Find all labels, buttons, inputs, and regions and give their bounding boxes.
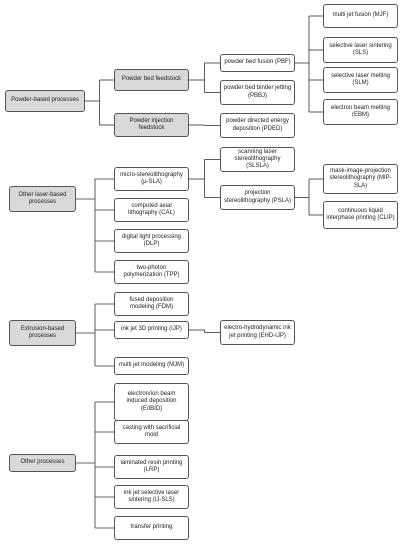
- node-ink-jet-3d-printing: ink jet 3D printing (IJP): [114, 321, 189, 339]
- node-powder-directed-energy-deposition: powder directed energy deposition (PDED): [220, 113, 295, 138]
- node-powder-bed-feedstock: Powder bed feedstock: [114, 69, 189, 91]
- node-casting-sacrificial-mold: casting with sacrificial mold: [114, 420, 189, 444]
- node-electron-beam-melting: electron beam melting (EBM): [323, 99, 398, 125]
- node-continuous-liquid-interphase-printing: continuous liquid interphase printing (C…: [323, 201, 398, 229]
- category-other: Other processes: [9, 454, 76, 472]
- node-electro-hydrodynamic-ink-jet: electro-hydrodynamic ink jet printing (E…: [220, 320, 295, 345]
- node-powder-injection-feedstock: Powder injection feedstock: [114, 113, 189, 137]
- node-mask-image-projection-stereolithography: mask-image-projection stereolithography …: [323, 164, 398, 194]
- node-digital-light-processing: digital light processing (DLP): [114, 229, 189, 253]
- category-powder-based: Powder-based processes: [5, 90, 85, 112]
- node-multi-jet-modeling: multi jet modeling (MJM): [114, 357, 189, 375]
- node-laminated-resin-printing: laminated resin printing (LRP): [114, 455, 189, 479]
- node-scanning-laser-stereolithography: scanning laser stereolithography (SLSLA): [220, 147, 295, 172]
- node-powder-bed-fusion: powder bed fusion (PBF): [220, 54, 295, 72]
- node-projection-stereolithography: projection stereolithography (PSLA): [220, 185, 295, 210]
- node-selective-laser-melting: selective laser melting (SLM): [323, 67, 398, 93]
- node-multi-jet-fusion: multi jet fusion (MJF): [323, 4, 398, 28]
- node-two-photon-polymerization: two-photon polymerization (TPP): [114, 260, 189, 284]
- node-fused-deposition-modeling: fused deposition modeling (FDM): [114, 292, 189, 316]
- node-computed-axial-lithography: computed axial lithography (CAL): [114, 198, 189, 222]
- node-ink-jet-selective-laser-sintering: ink jet selective laser sintering (IJ-SL…: [114, 485, 189, 509]
- node-powder-bed-binder-jetting: powder bed binder jetting (PBBJ): [220, 80, 295, 105]
- category-extrusion-based: Extrusion-based processes: [9, 320, 76, 346]
- node-electron-ion-beam-deposition: electron/ion beam induced deposition (E/…: [114, 383, 189, 421]
- node-transfer-printing: transfer printing: [114, 516, 189, 540]
- node-micro-stereolithography: micro-stereolithography (μ-SLA): [114, 167, 189, 191]
- category-other-laser-based: Other laser-based processes: [9, 186, 76, 212]
- node-selective-laser-sintering: selective laser sintering (SLS): [323, 37, 398, 63]
